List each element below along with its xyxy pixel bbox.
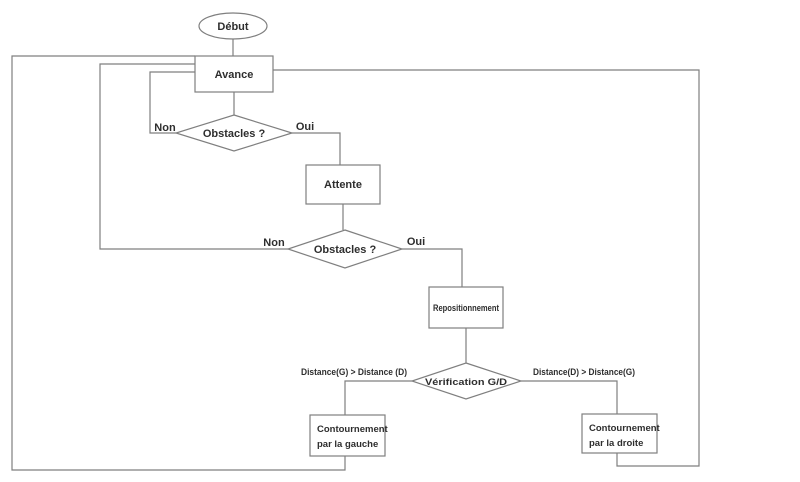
verification-decision: Vérification G/D xyxy=(410,362,523,400)
obstacles1-decision: Obstacles ? xyxy=(173,114,295,152)
edge-verification-left-to-gauche xyxy=(344,380,412,415)
contournement-droite-box xyxy=(581,413,658,454)
edge-obstacles1-yes-to-attente xyxy=(292,132,341,165)
start-ellipse xyxy=(198,12,268,40)
edge-gauche-loop-to-avance xyxy=(11,55,346,471)
obstacles2-no-label: Non xyxy=(263,237,285,249)
obstacles2-diamond xyxy=(286,229,404,269)
contournement-droite-process: Contournement par la droite xyxy=(581,413,661,454)
contournement-gauche-process: Contournement par la gauche xyxy=(309,414,389,457)
obstacles2-yes-label: Oui xyxy=(407,236,425,248)
obstacles2-label: Obstacles ? xyxy=(314,244,377,256)
obstacles1-no-label: Non xyxy=(154,122,176,134)
start-terminator: Début xyxy=(198,12,268,40)
avance-box xyxy=(194,55,274,93)
contournement-gauche-box xyxy=(309,414,386,457)
obstacles1-yes-label: Oui xyxy=(296,121,314,133)
start-label: Début xyxy=(217,21,249,33)
contournement-gauche-line1: Contournement xyxy=(317,424,389,435)
obstacles2-decision: Obstacles ? xyxy=(286,229,404,269)
repositionnement-label: Repositionnement xyxy=(433,303,499,313)
contournement-droite-line2: par la droite xyxy=(589,438,643,449)
attente-process: Attente xyxy=(305,164,381,205)
edge-obstacles2-no-loop xyxy=(99,63,288,250)
verification-left-condition-label: Distance(G) > Distance (D) xyxy=(301,367,407,378)
repositionnement-process: Repositionnement xyxy=(428,286,504,329)
avance-process: Avance xyxy=(194,55,274,93)
attente-box xyxy=(305,164,381,205)
verification-diamond xyxy=(410,362,523,400)
obstacles1-diamond xyxy=(173,114,295,152)
repositionnement-box xyxy=(428,286,504,329)
verification-right-condition-label: Distance(D) > Distance(G) xyxy=(533,367,635,378)
edge-obstacles1-no-loop xyxy=(149,71,195,134)
contournement-gauche-line2: par la gauche xyxy=(317,439,378,450)
obstacles1-label: Obstacles ? xyxy=(203,128,266,140)
avance-label: Avance xyxy=(215,69,254,81)
contournement-droite-line1: Contournement xyxy=(589,423,661,434)
edge-droite-loop-to-avance xyxy=(273,69,700,467)
verification-label: Vérification G/D xyxy=(425,377,507,388)
edge-verification-right-to-droite xyxy=(521,380,618,414)
attente-label: Attente xyxy=(324,179,362,191)
edge-obstacles2-yes-to-repositionnement xyxy=(402,248,463,287)
